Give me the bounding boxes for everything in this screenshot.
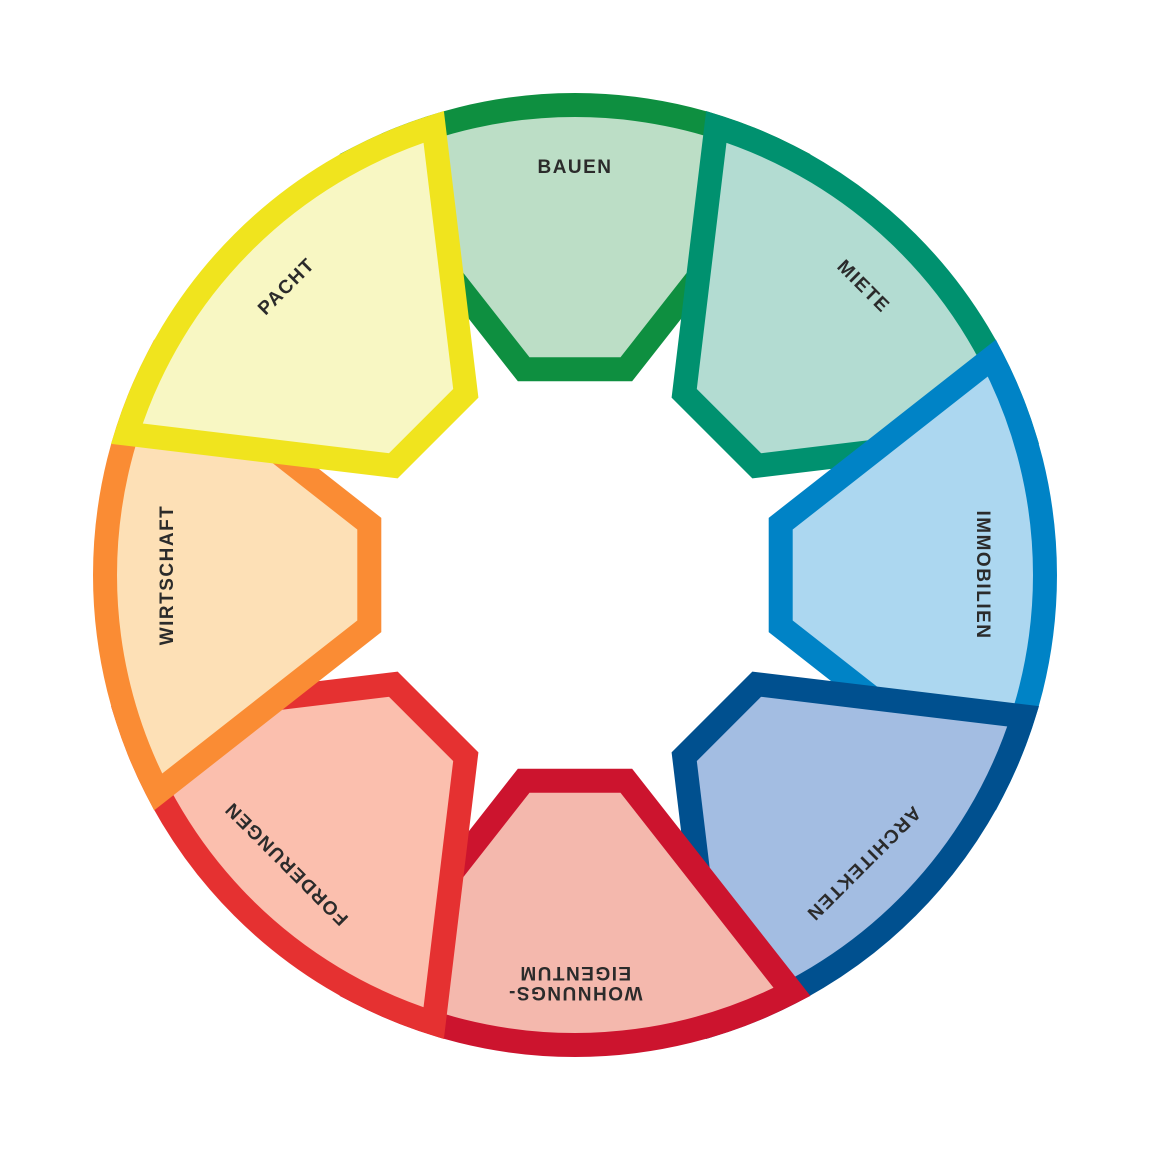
segment-pacht: PACHT: [110, 110, 479, 479]
segment-shape-pacht: [110, 110, 479, 479]
segment-label-line: EIGENTUM: [519, 962, 631, 983]
segment-label-immobilien: IMMOBILIEN: [972, 511, 993, 640]
segment-label-bauen: BAUEN: [537, 157, 612, 178]
segment-label-line: BAUEN: [537, 157, 612, 178]
segment-label-wirtschaft: WIRTSCHAFT: [157, 505, 178, 646]
segment-label-line: IMMOBILIEN: [972, 511, 993, 640]
segment-label-line: WIRTSCHAFT: [157, 505, 178, 646]
wheel-segments: BAUENMIETEIMMOBILIENARCHITEKTENWOHNUNGS-…: [93, 93, 1057, 1057]
segment-label-wohnungseigentum: WOHNUNGS-EIGENTUM: [508, 962, 643, 1003]
segment-label-line: WOHNUNGS-: [508, 982, 643, 1003]
